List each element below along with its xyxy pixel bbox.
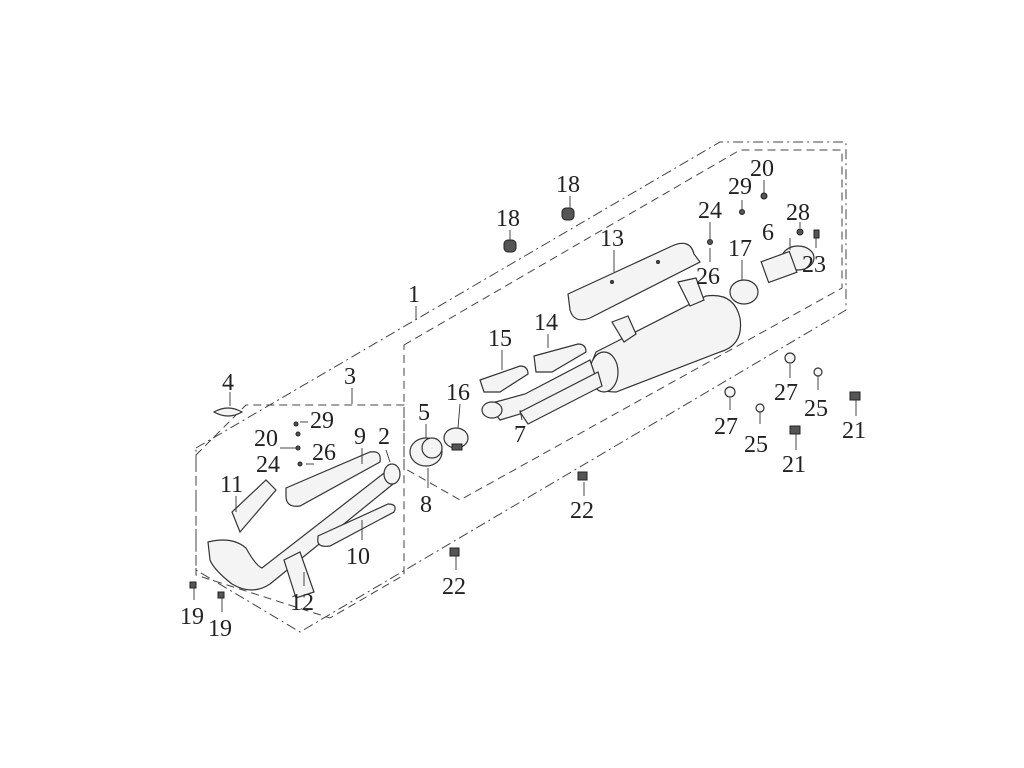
muffler-bracket-front <box>611 315 637 343</box>
label-24b: 24 <box>256 452 280 478</box>
part-21-bolt-2 <box>849 391 861 401</box>
part-22-bolt <box>577 471 588 481</box>
part-16-clamp-bolt <box>451 443 463 451</box>
part-27-washer <box>724 386 736 398</box>
muffler-assembly <box>481 277 742 425</box>
part-18-grommet <box>503 239 517 253</box>
part-24-washer-2 <box>295 445 301 451</box>
label-19a: 19 <box>180 604 204 630</box>
label-21a: 21 <box>782 452 806 478</box>
label-23: 23 <box>802 252 826 278</box>
leader-lines <box>193 180 857 612</box>
part-17-gasket <box>729 279 759 305</box>
label-25b: 25 <box>804 396 828 422</box>
part-19-clip <box>189 581 197 589</box>
part-24-washer <box>707 239 713 245</box>
label-18b: 18 <box>556 172 580 198</box>
label-3: 3 <box>344 364 356 390</box>
mid-pipe-inlet <box>481 401 503 419</box>
mid-pipe-lower <box>519 371 603 425</box>
label-7: 7 <box>514 422 526 448</box>
part-29-washer <box>739 209 745 215</box>
part-20-nut-2 <box>293 421 299 427</box>
part-13-hole <box>610 280 614 284</box>
part-14-shield <box>533 343 587 373</box>
label-29b: 29 <box>310 408 334 434</box>
label-1: 1 <box>408 282 420 308</box>
part-26-bolt-2 <box>297 461 303 467</box>
callout-labels: 1 2 3 4 5 6 7 8 9 10 11 12 13 14 15 16 1… <box>180 156 866 642</box>
label-27a: 27 <box>714 414 738 440</box>
label-18a: 18 <box>496 206 520 232</box>
assembly-frame-3 <box>195 404 405 619</box>
part-2-pipe-end <box>383 463 401 485</box>
label-27b: 27 <box>774 380 798 406</box>
label-2: 2 <box>378 424 390 450</box>
part-29-washer-2 <box>295 431 301 437</box>
label-5: 5 <box>418 400 430 426</box>
label-13: 13 <box>600 226 624 252</box>
part-21-bolt <box>789 425 801 435</box>
part-13-hole-2 <box>656 260 660 264</box>
part-25-washer-2 <box>813 367 823 377</box>
label-15: 15 <box>488 326 512 352</box>
part-25-washer <box>755 403 765 413</box>
assembly-frame-muffler <box>403 149 843 501</box>
part-22-bolt-2 <box>449 547 460 557</box>
label-22a: 22 <box>570 498 594 524</box>
label-20b: 20 <box>254 426 278 452</box>
label-6: 6 <box>762 220 774 246</box>
label-29a: 29 <box>728 174 752 200</box>
part-13-heat-shield <box>567 242 701 321</box>
label-28: 28 <box>786 200 810 226</box>
part-5-gasket-inner <box>421 437 443 459</box>
part-4-gasket <box>212 407 244 417</box>
label-16: 16 <box>446 380 470 406</box>
label-25a: 25 <box>744 432 768 458</box>
label-12: 12 <box>290 590 314 616</box>
label-11: 11 <box>220 472 243 498</box>
label-24a: 24 <box>698 198 722 224</box>
label-21b: 21 <box>842 418 866 444</box>
part-6-arrestor-screen <box>760 250 798 284</box>
label-9: 9 <box>354 424 366 450</box>
part-18-grommet-2 <box>561 207 575 221</box>
part-28-nut <box>796 228 804 236</box>
label-8: 8 <box>420 492 432 518</box>
part-11-bracket-shield <box>231 479 277 534</box>
part-9-heat-shield <box>285 451 381 507</box>
label-26b: 26 <box>312 440 336 466</box>
label-10: 10 <box>346 544 370 570</box>
label-20a: 20 <box>750 156 774 182</box>
label-19b: 19 <box>208 616 232 642</box>
label-22b: 22 <box>442 574 466 600</box>
label-26a: 26 <box>696 264 720 290</box>
part-15-shield <box>479 365 529 393</box>
part-12-shield <box>283 551 315 599</box>
label-4: 4 <box>222 370 234 396</box>
part-27-washer-2 <box>784 352 796 364</box>
label-17: 17 <box>728 236 752 262</box>
label-14: 14 <box>534 310 558 336</box>
part-23-screw <box>813 229 820 239</box>
part-19-clip-2 <box>217 591 225 599</box>
muffler-bracket-rear <box>677 277 705 307</box>
